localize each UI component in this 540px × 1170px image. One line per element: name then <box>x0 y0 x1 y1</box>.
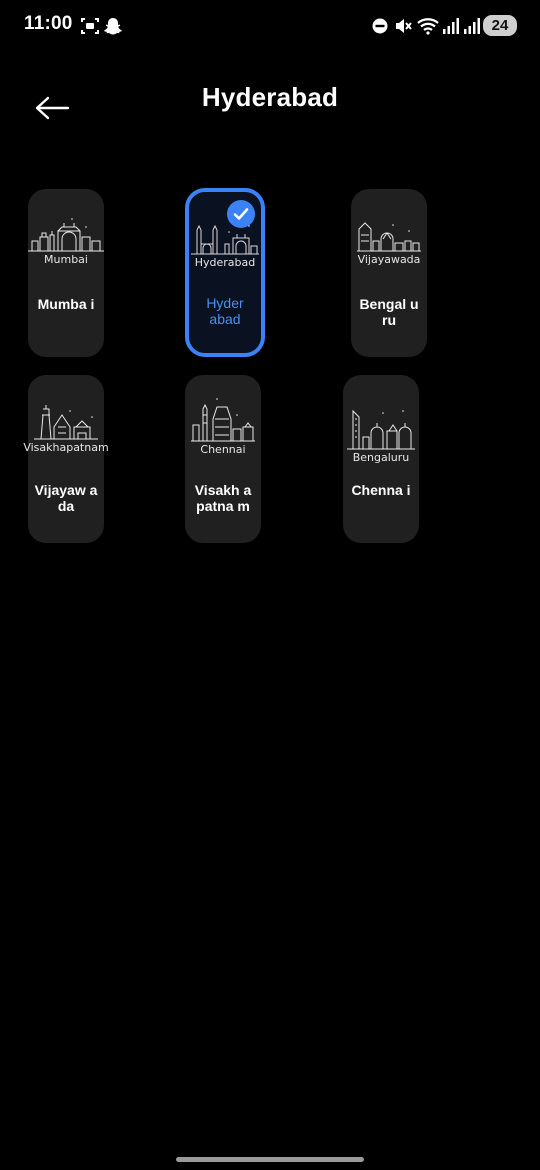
city-label: Hyder abad <box>206 295 244 327</box>
city-art: Visakhapatnam <box>23 403 109 463</box>
screenshot-icon <box>81 18 99 34</box>
city-label: Bengal uru <box>359 296 419 328</box>
snapchat-icon <box>104 18 122 35</box>
city-art: Bengaluru <box>343 403 419 464</box>
city-art: Chennai <box>185 395 261 456</box>
city-art: Mumbai <box>28 217 104 277</box>
art-caption: Bengaluru <box>352 451 410 464</box>
city-art: Hyderabad <box>189 216 261 276</box>
signal-icon <box>443 18 459 34</box>
city-card-bengaluru[interactable]: Vijayawada Bengal uru <box>351 189 427 357</box>
art-caption: Hyderabad <box>194 256 256 269</box>
status-bar: 11:00 24 <box>0 0 540 52</box>
charminar-icon <box>191 224 259 255</box>
city-label: Vijayaw ada <box>34 482 98 514</box>
gateway-of-india-icon <box>28 218 104 252</box>
city-card-vijayawada[interactable]: Visakhapatnam Vijayaw ada <box>23 375 109 543</box>
lighthouse-icon <box>34 405 98 440</box>
back-button[interactable] <box>30 88 74 128</box>
city-label: Mumba i <box>37 296 95 312</box>
signal-icon-2 <box>464 18 480 34</box>
art-caption: Vijayawada <box>357 253 421 266</box>
gopuram-icon <box>191 398 255 442</box>
dnd-icon <box>372 18 388 34</box>
city-label: Visakh apatna m <box>194 482 252 514</box>
check-badge <box>227 200 255 228</box>
page-title: Hyderabad <box>201 82 339 112</box>
home-indicator[interactable] <box>176 1157 364 1162</box>
battery-badge: 24 <box>483 15 517 36</box>
city-card-chennai[interactable]: Bengaluru Chenna i <box>343 375 419 543</box>
art-caption: Visakhapatnam <box>23 441 109 454</box>
wifi-icon <box>417 18 439 35</box>
arrow-left-icon <box>35 96 70 120</box>
art-caption: Chennai <box>200 443 246 456</box>
skyline-icon <box>347 409 415 450</box>
checkmark-icon <box>233 208 249 220</box>
status-time: 11:00 <box>24 13 73 34</box>
mute-icon <box>396 19 412 33</box>
city-art: Vijayawada <box>351 217 427 277</box>
city-label: Chenna i <box>351 482 411 498</box>
city-card-hyderabad[interactable]: Hyderabad Hyder abad <box>185 188 265 357</box>
city-card-mumbai[interactable]: Mumbai Mumba i <box>28 189 104 357</box>
temple-icon <box>357 222 421 252</box>
art-caption: Mumbai <box>44 253 88 266</box>
city-card-visakhapatnam[interactable]: Chennai Visakh apatna m <box>185 375 261 543</box>
